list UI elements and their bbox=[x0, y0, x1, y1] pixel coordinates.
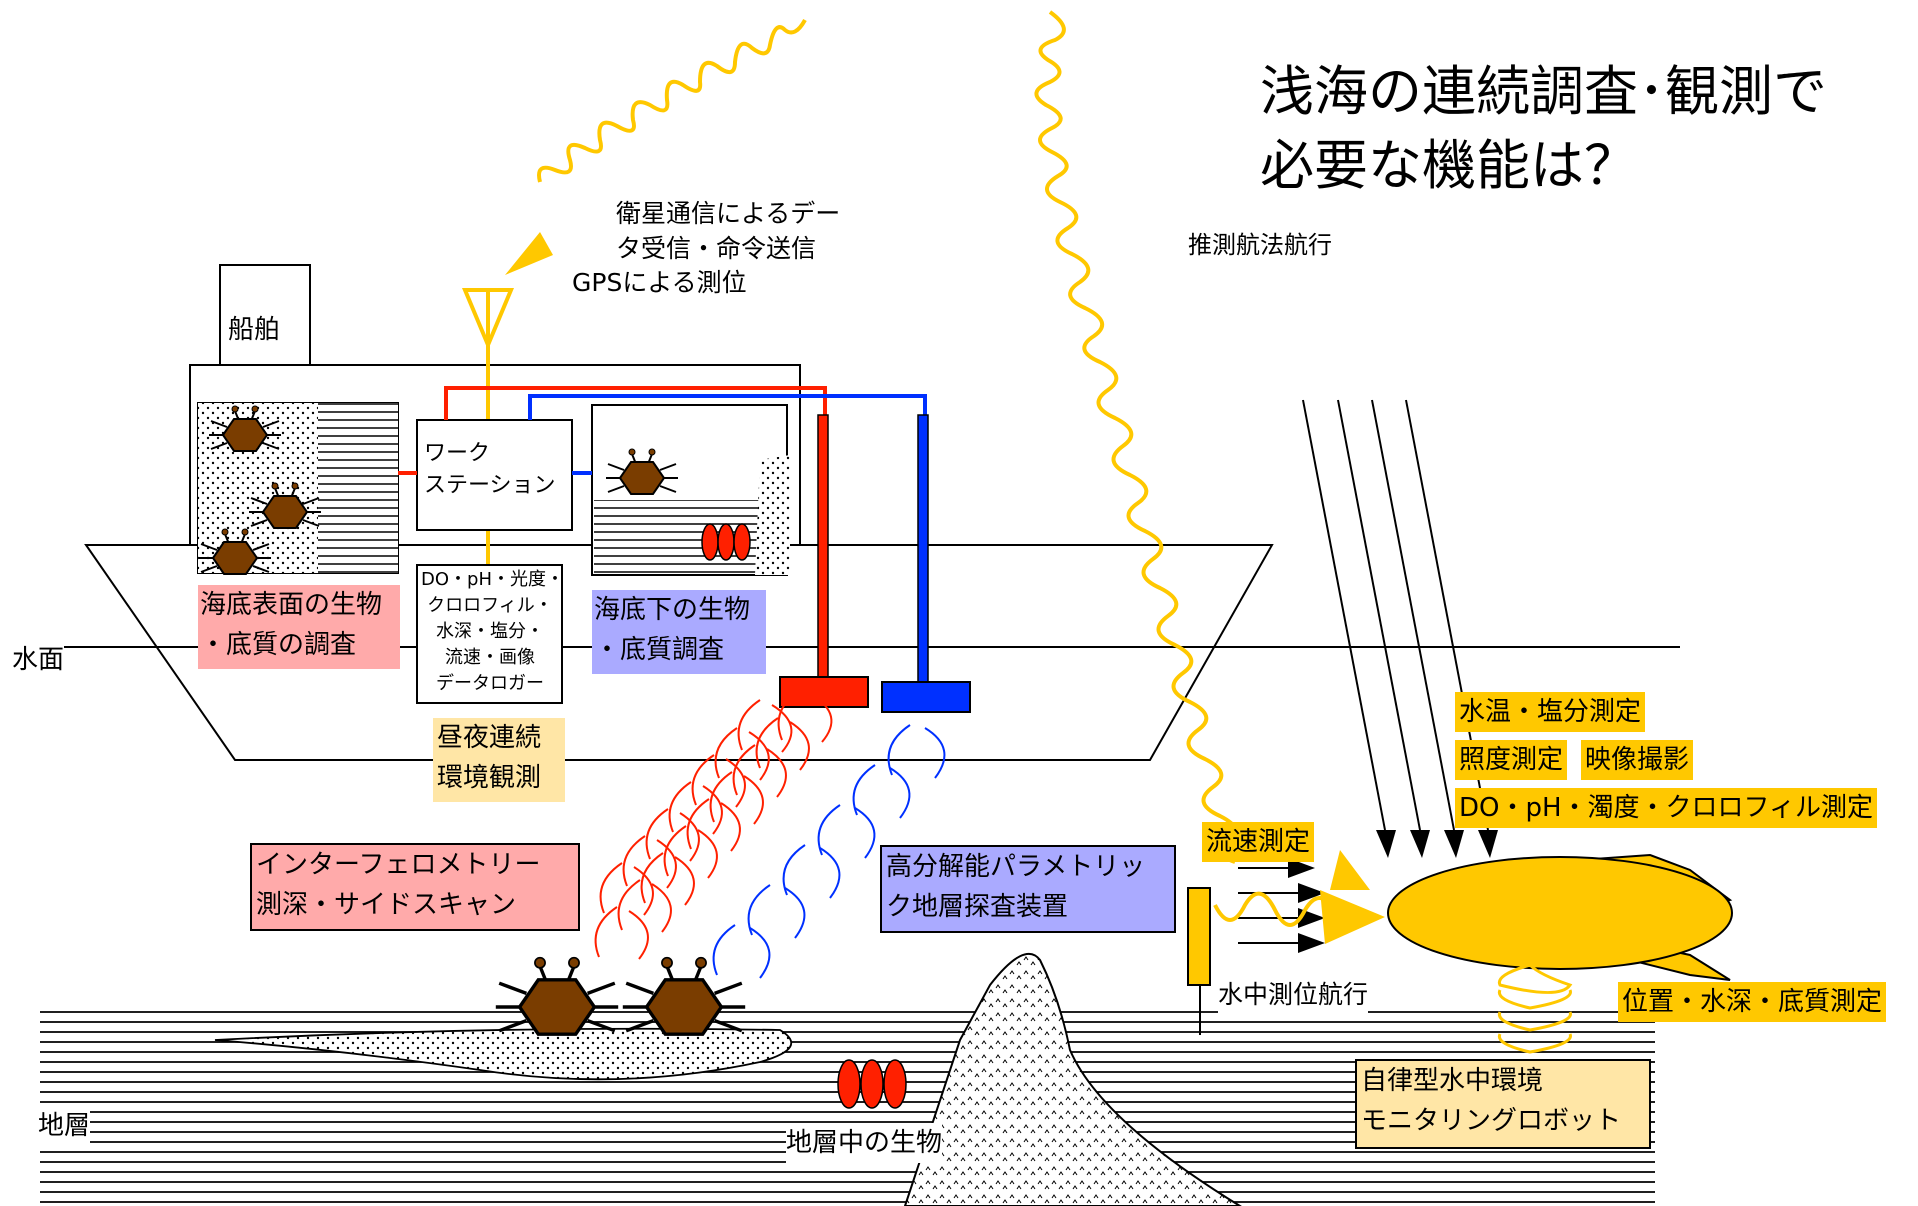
illuminance-label: 照度測定 bbox=[1455, 740, 1568, 780]
subbottom-bio-line-2: ・底質調査 bbox=[594, 635, 725, 665]
ship-cabin bbox=[219, 264, 311, 366]
interferometry-line-1: インターフェロメトリー bbox=[256, 850, 541, 880]
robot-line-2: モニタリングロボット bbox=[1361, 1106, 1622, 1136]
blue-sonar-beams bbox=[712, 724, 946, 979]
ship-hull bbox=[84, 544, 1274, 761]
organism bbox=[701, 523, 719, 561]
robot-vehicle bbox=[1387, 853, 1733, 981]
stratum-bio-label: 地層中の生物 bbox=[786, 1123, 943, 1163]
sediment-lens bbox=[214, 1027, 793, 1081]
subbottom-bio-line-1: 海底下の生物 bbox=[594, 595, 751, 625]
robot-sonar bbox=[1497, 963, 1573, 1054]
satellite-signal-arrowhead bbox=[505, 232, 553, 275]
parametric-box: 高分解能パラメトリッ ク地層探査装置 bbox=[880, 845, 1176, 933]
blue-cable bbox=[528, 394, 927, 420]
sand-mound bbox=[903, 952, 1242, 1206]
flow-measure-label: 流速測定 bbox=[1202, 822, 1315, 862]
underwater-nav-label: 水中測位航行 bbox=[1218, 975, 1369, 1015]
logger-label-1: DO・pH・光度・ bbox=[421, 569, 564, 590]
satellite-label-1: 衛星通信によるデー bbox=[616, 199, 841, 228]
continuous-line-1: 昼夜連続 bbox=[437, 723, 542, 753]
subbottom-bio-tank bbox=[591, 404, 790, 576]
logger-label-3: 水深・塩分・ bbox=[436, 621, 544, 642]
logger-label-4: 流速・画像 bbox=[445, 647, 535, 668]
surface-bio-line-1: 海底表面の生物 bbox=[200, 590, 383, 620]
position-measure-label: 位置・水深・底質測定 bbox=[1618, 982, 1887, 1022]
antenna bbox=[461, 288, 515, 565]
workstation-label-2: ステーション bbox=[424, 473, 556, 498]
positioning-arrowhead bbox=[1320, 890, 1385, 944]
positioning-beacon bbox=[1187, 887, 1211, 1035]
logger-label-2: クロロフィル・ bbox=[427, 595, 553, 616]
blue-pole bbox=[917, 414, 929, 684]
flow-arrows bbox=[1238, 858, 1325, 953]
surface-bio-line-2: ・底質の調査 bbox=[200, 630, 357, 660]
water-surface-label: 水面 bbox=[12, 640, 65, 680]
continuous-observation-box: 昼夜連続 環境観測 bbox=[433, 718, 565, 802]
temp-salinity-label: 水温・塩分測定 bbox=[1455, 692, 1646, 732]
workstation-box bbox=[416, 419, 573, 531]
gps-label: GPSによる測位 bbox=[572, 268, 747, 297]
dead-reckoning-wave bbox=[1034, 10, 1239, 864]
robot-box: 自律型水中環境 モニタリングロボット bbox=[1355, 1059, 1651, 1149]
interferometry-transducer bbox=[779, 676, 869, 708]
title-line-2: 必要な機能は？ bbox=[1260, 134, 1638, 197]
logger-label-5: データロガー bbox=[436, 673, 544, 694]
imaging-label: 映像撮影 bbox=[1581, 740, 1694, 780]
parametric-transducer bbox=[881, 681, 971, 713]
subbottom-bio-box: 海底下の生物 ・底質調査 bbox=[592, 590, 766, 674]
dead-reckoning-label: 推測航法航行 bbox=[1188, 231, 1332, 259]
parametric-line-1: 高分解能パラメトリッ bbox=[886, 852, 1146, 882]
red-pole bbox=[817, 414, 829, 678]
parametric-line-2: ク地層探査装置 bbox=[886, 892, 1069, 922]
stratum-organisms bbox=[837, 1059, 907, 1109]
title-line-1: 浅海の連続調査･観測で bbox=[1260, 60, 1827, 123]
dead-reckoning-arrowhead bbox=[1330, 850, 1370, 890]
continuous-line-2: 環境観測 bbox=[437, 763, 542, 793]
organism bbox=[733, 523, 751, 561]
surface-bio-tank bbox=[197, 402, 399, 575]
positioning-wave bbox=[1213, 891, 1337, 927]
satellite-signal-wave bbox=[537, 18, 807, 183]
satellite-label-2: タ受信・命令送信 bbox=[616, 234, 817, 263]
page-title: 浅海の連続調査･観測で 必要な機能は？ bbox=[1260, 55, 1827, 203]
red-sonar-beams bbox=[594, 689, 833, 960]
organism bbox=[717, 523, 735, 561]
light-arrowheads bbox=[1376, 830, 1498, 858]
do-ph-label: DO・pH・濁度・クロロフィル測定 bbox=[1455, 788, 1878, 828]
surface-bio-box: 海底表面の生物 ・底質の調査 bbox=[198, 585, 400, 669]
robot-line-1: 自律型水中環境 bbox=[1361, 1066, 1544, 1096]
ship-label: 船舶 bbox=[228, 315, 281, 345]
stratum-label: 地層 bbox=[38, 1106, 91, 1146]
interferometry-box: インターフェロメトリー 測深・サイドスキャン bbox=[250, 843, 580, 931]
workstation-label-1: ワーク bbox=[424, 441, 491, 466]
red-cable bbox=[444, 386, 827, 420]
data-logger-box bbox=[416, 564, 563, 704]
interferometry-line-2: 測深・サイドスキャン bbox=[256, 890, 517, 920]
